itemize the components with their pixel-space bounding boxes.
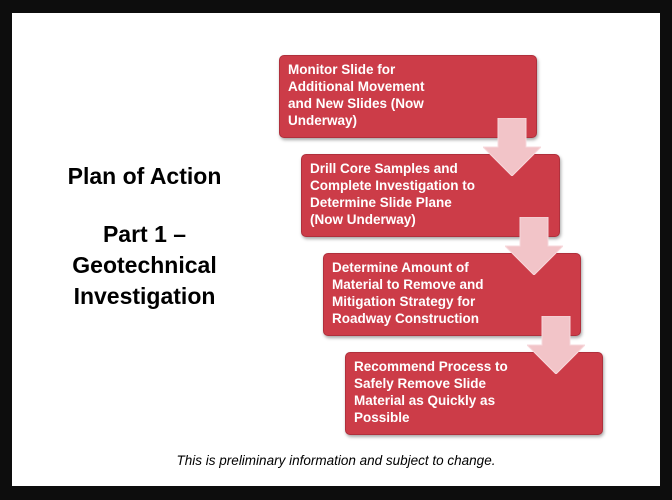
step-text-line: Underway) — [288, 113, 358, 128]
disclaimer-footnote: This is preliminary information and subj… — [176, 453, 496, 468]
step-text-line: and New Slides (Now — [288, 96, 424, 111]
down-arrow-icon — [505, 217, 563, 275]
step-text-line: Material as Quickly as — [354, 393, 496, 408]
title-line-part-1: Part 1 – — [102, 221, 187, 247]
step-text-line: Determine Slide Plane — [310, 195, 452, 210]
process-step-recommend-process: Recommend Process to Safely Remove Slide… — [345, 352, 603, 435]
step-text-line: Monitor Slide for — [288, 62, 396, 77]
down-arrow-icon — [527, 316, 585, 374]
step-text-line: Safely Remove Slide — [354, 376, 487, 391]
title-line-plan-of-action: Plan of Action — [67, 163, 222, 189]
slide-title: Plan of Action Part 1 – Geotechnical Inv… — [42, 161, 247, 312]
process-step-monitor-slide: Monitor Slide for Additional Movement an… — [279, 55, 537, 138]
step-text-line: Roadway Construction — [332, 311, 480, 326]
step-text-line: Complete Investigation to — [310, 178, 476, 193]
step-text-line: Recommend Process to — [354, 359, 508, 374]
step-text-line: Material to Remove and — [332, 277, 484, 292]
slide: Plan of Action Part 1 – Geotechnical Inv… — [12, 13, 660, 486]
step-text-line: Mitigation Strategy for — [332, 294, 476, 309]
step-text-line: Determine Amount of — [332, 260, 469, 275]
step-text-line: Possible — [354, 410, 410, 425]
down-arrow-icon — [483, 118, 541, 176]
title-line-investigation: Investigation — [73, 283, 216, 309]
step-text-line: Additional Movement — [288, 79, 425, 94]
step-text-line: (Now Underway) — [310, 212, 416, 227]
title-spacer — [42, 192, 247, 219]
title-line-geotechnical: Geotechnical — [72, 252, 217, 278]
step-text-line: Drill Core Samples and — [310, 161, 458, 176]
